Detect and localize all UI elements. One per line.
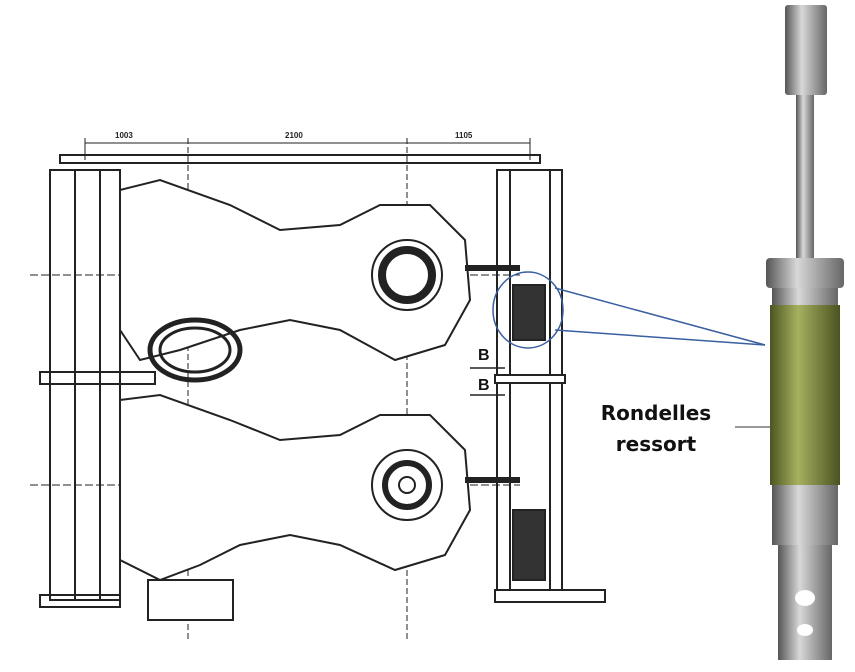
upper-port: [371, 239, 443, 311]
lower-port-flange: [147, 317, 243, 383]
callout-label: Rondelles ressort: [596, 398, 716, 460]
upper-housing: [119, 178, 472, 362]
spring-washers: [770, 305, 840, 485]
shaft-assembly-photo: [766, 5, 844, 660]
lower-housing: [119, 393, 472, 582]
dimension-label-left: 1003: [115, 131, 133, 140]
top-beam: [59, 154, 541, 164]
section-mark-b-lower: B: [478, 377, 490, 394]
callout-lines: [492, 271, 766, 349]
bottom-flange: [147, 579, 234, 621]
callout-line-2: ressort: [615, 432, 697, 456]
section-mark-b-upper: B: [478, 347, 490, 364]
dimension-label-right: 1105: [455, 131, 473, 140]
callout-line-1: Rondelles: [600, 401, 712, 425]
spring-washers-stack: [512, 284, 546, 341]
dimension-label-center: 2100: [285, 131, 303, 140]
